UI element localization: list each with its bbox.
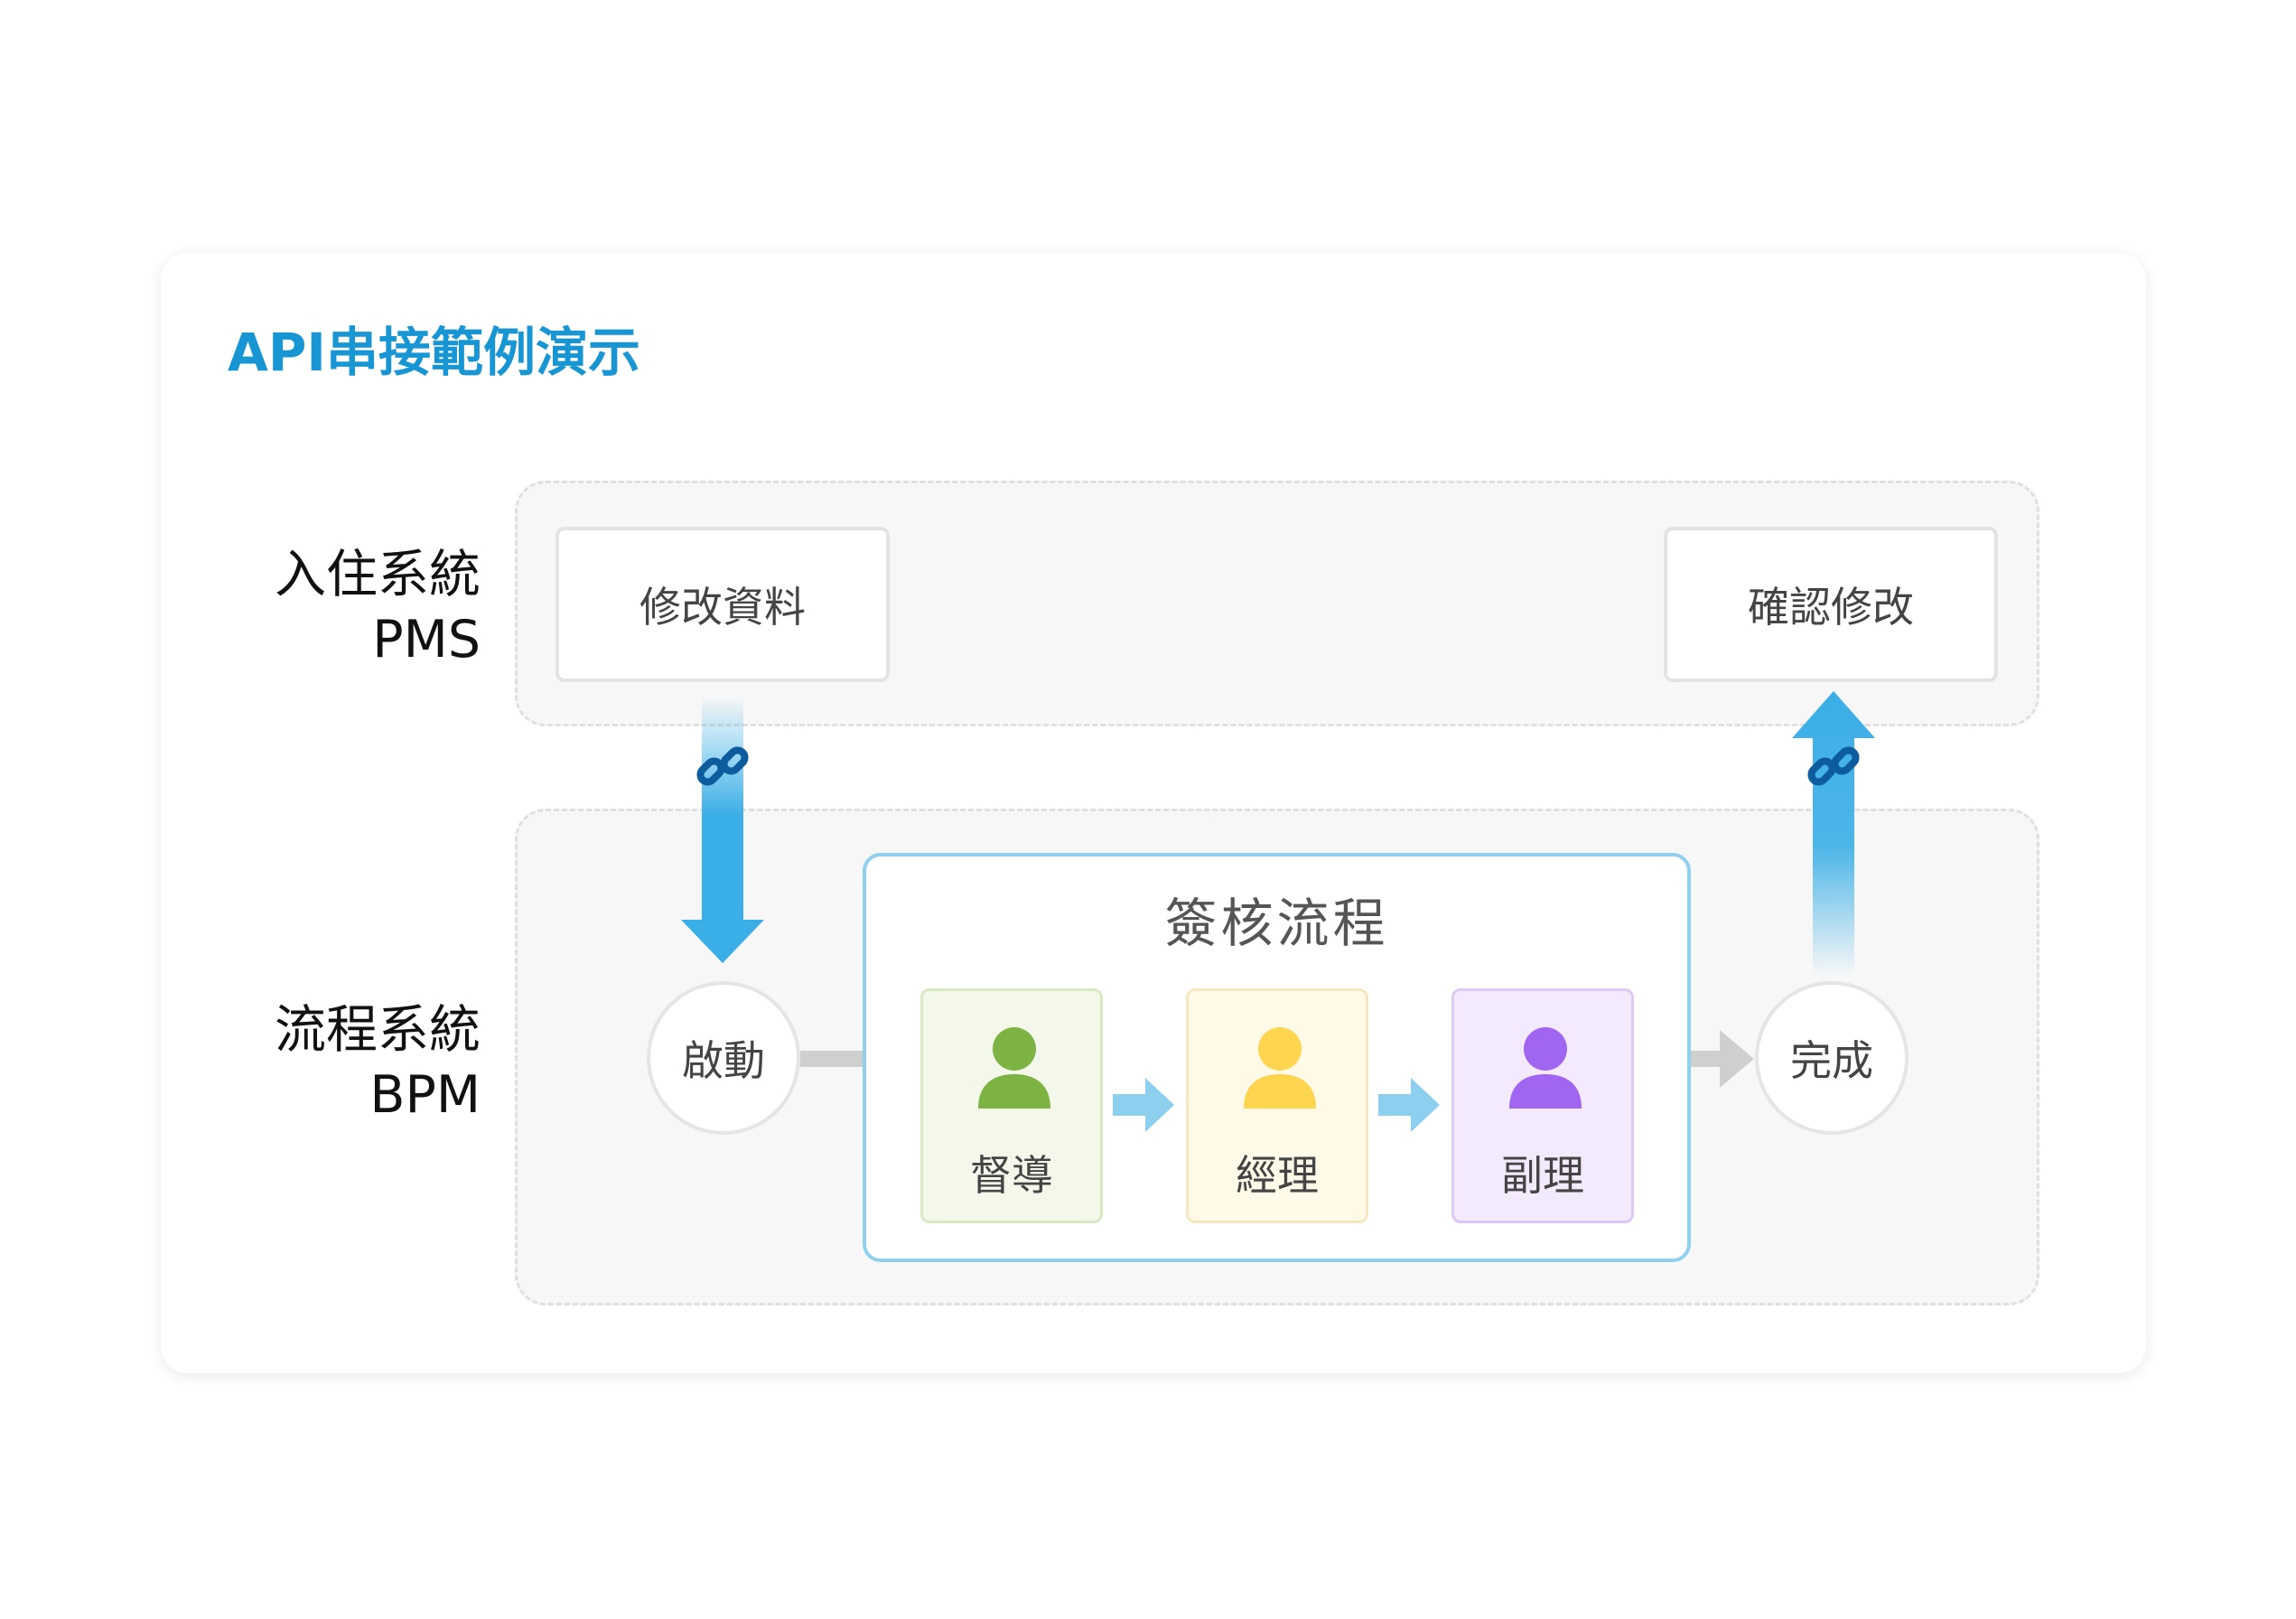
lane-pms-name: 入住系統 <box>275 545 481 604</box>
role-name: 督導 <box>970 1151 1053 1200</box>
role-name: 副理 <box>1501 1151 1584 1200</box>
connector-line <box>1691 1051 1722 1067</box>
connector-line <box>800 1051 865 1067</box>
person-icon <box>1244 1027 1316 1109</box>
diagram-title: API串接範例演示 <box>228 322 640 383</box>
approval-flow-title: 簽核流程 <box>1164 893 1389 954</box>
api-down-arrow <box>681 696 764 963</box>
lane-label-pms: 入住系統 PMS <box>275 542 481 672</box>
step-done: 完成 <box>1755 981 1909 1135</box>
lane-label-bpm: 流程系統 BPM <box>275 997 481 1128</box>
lane-bpm-code: BPM <box>369 1065 481 1125</box>
step-edit-data: 修改資料 <box>555 527 890 682</box>
step-confirm-edit: 確認修改 <box>1664 527 1998 682</box>
role-manager: 經理 <box>1186 988 1368 1223</box>
lane-bpm-name: 流程系統 <box>275 1000 481 1060</box>
gray-arrowhead <box>1720 1030 1754 1088</box>
link-icon <box>1807 746 1860 786</box>
lane-pms-code: PMS <box>372 610 481 669</box>
role-deputy-manager: 副理 <box>1451 988 1634 1223</box>
role-supervisor: 督導 <box>920 988 1103 1223</box>
step-start: 啟動 <box>647 981 800 1135</box>
flow-arrow <box>1113 1078 1174 1132</box>
api-up-arrow <box>1792 691 1875 976</box>
person-icon <box>978 1027 1050 1109</box>
link-icon <box>696 746 749 786</box>
role-name: 經理 <box>1236 1151 1319 1200</box>
flow-arrow <box>1378 1078 1440 1132</box>
person-icon <box>1509 1027 1582 1109</box>
